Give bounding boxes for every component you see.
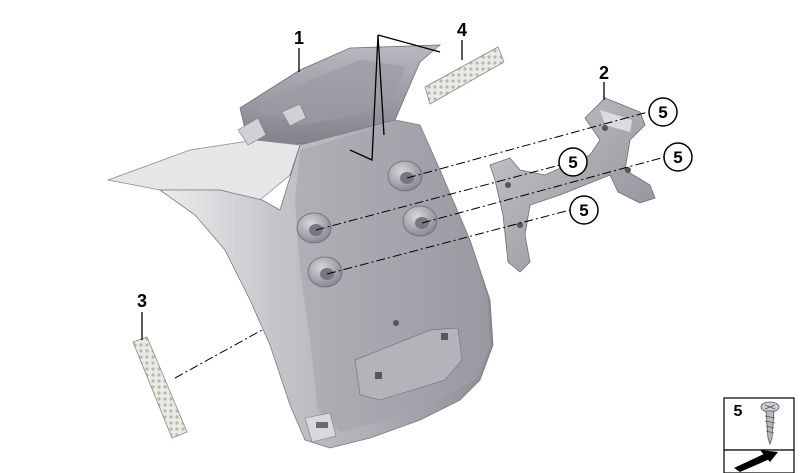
bracket-part: [489, 97, 656, 273]
legend-item-number: 5: [734, 403, 743, 420]
callout-2: 2: [599, 63, 609, 83]
svg-text:1: 1: [294, 28, 304, 48]
svg-text:5: 5: [568, 153, 577, 172]
self-tapping-screw-icon: [760, 401, 780, 446]
top-reflector-part: [424, 46, 505, 105]
svg-text:5: 5: [673, 148, 682, 167]
callout-3: 3: [137, 291, 147, 311]
svg-text:3: 3: [137, 291, 147, 311]
callout-5-circle: 5: [663, 142, 693, 172]
mounting-boss: [307, 256, 343, 288]
assembly-lines: [174, 111, 666, 379]
callout-5-circle: 5: [569, 195, 599, 225]
svg-text:4: 4: [457, 20, 467, 40]
mounting-boss: [296, 212, 332, 244]
license-plate-carrier-part: [106, 44, 494, 449]
leader-lines: [141, 34, 605, 340]
callout-4: 4: [457, 20, 467, 40]
side-reflector-part: [132, 336, 188, 439]
svg-text:5: 5: [658, 103, 667, 122]
mounting-boss: [402, 205, 438, 237]
mounting-boss: [387, 160, 423, 192]
callout-5-circle: 5: [648, 97, 678, 127]
svg-text:2: 2: [599, 63, 609, 83]
svg-text:5: 5: [579, 201, 588, 220]
parts-legend: 5: [723, 397, 795, 473]
callout-5-circle: 5: [558, 147, 588, 177]
arrow-icon: [734, 450, 778, 472]
callout-1: 1: [294, 28, 304, 48]
